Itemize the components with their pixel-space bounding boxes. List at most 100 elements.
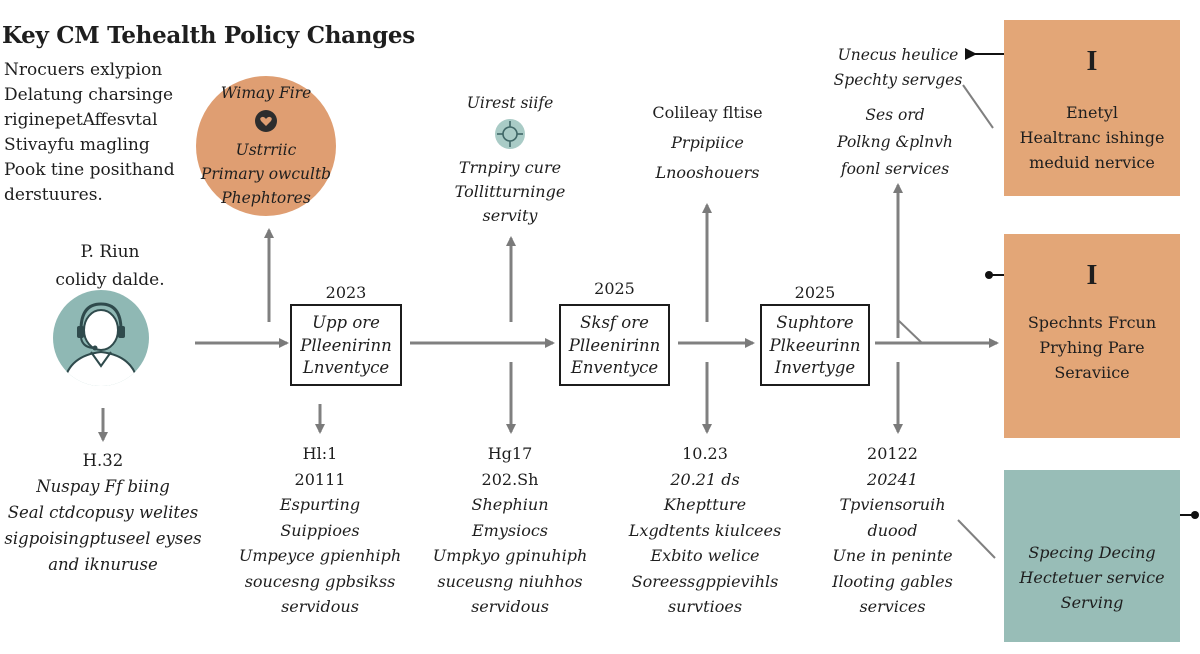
circle-line: Primary owcultb bbox=[200, 165, 332, 183]
person-caption: P. Riun colidy dalde. bbox=[40, 238, 180, 294]
heart-icon bbox=[255, 110, 277, 132]
step-4-top-line: Polkng &plnvh bbox=[837, 133, 953, 151]
step-1-detail-line: Espurting bbox=[279, 495, 361, 514]
person-detail-line: Nuspay Ff biing bbox=[36, 477, 170, 496]
step-4-detail-line: duood bbox=[867, 520, 918, 540]
circle-heading: Wimay Fire bbox=[220, 84, 312, 102]
step-1-box-line: Upp ore bbox=[312, 313, 380, 332]
step-4-detail-line: 20122 bbox=[867, 444, 918, 463]
panel-2-text: Spechnts Frcun Pryhing Pare Seraviice bbox=[1004, 310, 1180, 385]
step-1-detail-line: servidous bbox=[281, 597, 359, 616]
target-icon bbox=[495, 119, 525, 149]
step-3-year: 2025 bbox=[794, 283, 836, 302]
step-4-details: 20122 20241 Tpviensoruih duood Une in pe… bbox=[800, 441, 985, 620]
panel-2-glyph: I bbox=[1086, 260, 1098, 291]
person-detail-line: sigpoisingptuseel eyses bbox=[4, 529, 202, 548]
panel-specialist-service: I Spechnts Frcun Pryhing Pare Seraviice bbox=[1004, 234, 1180, 438]
step-1-detail-line: soucesng gpbsikss bbox=[244, 571, 396, 591]
step-2-top-line: Tollitturninge bbox=[454, 182, 566, 201]
circle-text: Ustrriic Primary owcultb Phephtores bbox=[196, 138, 336, 210]
step-4-detail-line: services bbox=[859, 597, 926, 616]
step-3-detail-line: Soreessgppievihls bbox=[631, 571, 779, 591]
panel-3-text: Specing Decing Hectetuer service Serving bbox=[1004, 540, 1180, 615]
step-3-detail-line: 10.23 bbox=[682, 444, 728, 463]
step-3-top-line: Colileay fltise bbox=[652, 103, 763, 122]
intro-line: riginepetAffesvtal bbox=[4, 110, 158, 130]
step-4-top-line: Ses ord bbox=[865, 106, 925, 124]
step-2-detail-line: 202.Sh bbox=[481, 469, 539, 489]
person-caption-line: colidy dalde. bbox=[55, 270, 165, 290]
step-4-top-line: Unecus heulice bbox=[837, 46, 959, 64]
panel-serving: Specing Decing Hectetuer service Serving bbox=[1004, 470, 1180, 642]
step-4-top-line: Spechty servges bbox=[833, 71, 963, 89]
step-3-box-line: Suphtore bbox=[776, 313, 854, 332]
step-1-detail-line: Suippioes bbox=[280, 520, 360, 540]
step-3-detail-line: survtioes bbox=[667, 597, 743, 616]
intro-line: Pook tine posithand bbox=[4, 160, 175, 180]
step-3-top-text: Colileay fltise Prpipiice Lnooshouers bbox=[620, 98, 795, 188]
step-1-box-line: Lnventyce bbox=[302, 358, 390, 377]
step-3-box: Suphtore Plkeeurinn Invertyge bbox=[760, 304, 870, 386]
person-detail-line: and iknuruse bbox=[48, 555, 158, 574]
step-2-box-line: Plleenirinn bbox=[568, 335, 661, 355]
panel-healthcare-service: I Enetyl Healtranc ishinge meduid nervic… bbox=[1004, 20, 1180, 196]
diagonal-connector-top bbox=[962, 84, 994, 129]
panel-1-text: Enetyl Healtranc ishinge meduid nervice bbox=[1004, 100, 1180, 175]
step-2-detail-line: Emysiocs bbox=[471, 520, 549, 540]
intro-line: Delatung charsinge bbox=[4, 85, 174, 105]
panel-1-glyph: I bbox=[1086, 46, 1098, 77]
intro-line: Nrocuers exlypion bbox=[4, 60, 163, 80]
step-1-detail-line: Hl:1 bbox=[302, 444, 338, 463]
panel-3-line: Serving bbox=[1060, 593, 1124, 612]
step-2-box-line: Sksf ore bbox=[580, 313, 649, 332]
step-2-box: Sksf ore Plleenirinn Enventyce bbox=[559, 304, 670, 386]
intro-text: Nrocuers exlypion Delatung charsinge rig… bbox=[4, 58, 175, 208]
primary-care-circle bbox=[196, 76, 336, 216]
step-4-detail-line: Tpviensoruih bbox=[839, 495, 946, 514]
step-2-details: Hg17 202.Sh Shephiun Emysiocs Umpkyo gpi… bbox=[410, 441, 610, 620]
step-2-year: 2025 bbox=[594, 279, 635, 298]
diagonal-connector-bottom bbox=[957, 519, 996, 559]
intro-line: derstuures. bbox=[4, 185, 103, 205]
panel-2-line: Spechnts Frcun bbox=[1027, 313, 1157, 332]
step-2-top-heading: Uirest siife bbox=[466, 94, 554, 112]
panel-2-line: Seraviice bbox=[1054, 363, 1130, 382]
step-4-top-text-2: Ses ord Polkng &plnvh foonl services bbox=[815, 102, 975, 183]
user-headset-icon bbox=[53, 290, 149, 386]
panel-3-line: Hectetuer service bbox=[1019, 568, 1165, 587]
diagonal-connector-mid bbox=[897, 319, 923, 344]
panel-1-line: Enetyl bbox=[1065, 103, 1119, 122]
step-1-year: 2023 bbox=[325, 283, 367, 302]
step-3-detail-line: Exbito welice bbox=[650, 546, 760, 565]
step-1-box: Upp ore Plleenirinn Lnventyce bbox=[290, 304, 402, 386]
panel-2-line: Pryhing Pare bbox=[1039, 338, 1145, 357]
step-2-box-line: Enventyce bbox=[570, 358, 659, 377]
step-3-top-line: Prpipiice bbox=[671, 133, 744, 152]
step-3-top-line: Lnooshouers bbox=[655, 163, 760, 182]
step-4-detail-line: Ilooting gables bbox=[832, 571, 953, 591]
step-3-box-line: Plkeeurinn bbox=[769, 335, 861, 355]
step-3-details: 10.23 20.21 ds Kheptture Lxgdtents kiulc… bbox=[605, 441, 805, 620]
step-4-detail-line: 20241 bbox=[867, 469, 918, 489]
panel-3-line: Specing Decing bbox=[1028, 543, 1156, 562]
step-1-details: Hl:1 20111 Espurting Suippioes Umpeyce g… bbox=[210, 441, 430, 620]
person-details: H.32 Nuspay Ff biing Seal ctdcopusy weli… bbox=[0, 448, 206, 578]
step-1-detail-line: Umpeyce gpienhiph bbox=[238, 546, 402, 565]
step-2-detail-line: suceusng niuhhos bbox=[437, 571, 583, 591]
step-2-detail-line: servidous bbox=[471, 597, 549, 616]
step-2-top-line: servity bbox=[482, 206, 538, 225]
step-3-detail-line: Lxgdtents kiulcees bbox=[628, 520, 782, 540]
step-4-top-line: foonl services bbox=[840, 160, 950, 178]
step-2-detail-line: Umpkyo gpinuhiph bbox=[432, 546, 588, 565]
step-2-top-line: Trnpiry cure bbox=[458, 158, 562, 177]
step-4-top-text: Unecus heulice Spechty servges bbox=[818, 43, 978, 93]
step-2-detail-line: Hg17 bbox=[487, 444, 533, 463]
person-detail-line: Seal ctdcopusy welites bbox=[7, 503, 199, 522]
step-2-top-text: Trnpiry cure Tollitturninge servity bbox=[420, 156, 600, 228]
page-title: Key CM Tehealth Policy Changes bbox=[2, 22, 415, 49]
panel-1-line: Healtranc ishinge bbox=[1019, 128, 1165, 147]
panel-1-line: meduid nervice bbox=[1029, 153, 1155, 172]
intro-line: Stivayfu magling bbox=[4, 135, 150, 155]
step-1-box-line: Plleenirinn bbox=[300, 335, 392, 355]
step-3-detail-line: 20.21 ds bbox=[670, 469, 740, 489]
